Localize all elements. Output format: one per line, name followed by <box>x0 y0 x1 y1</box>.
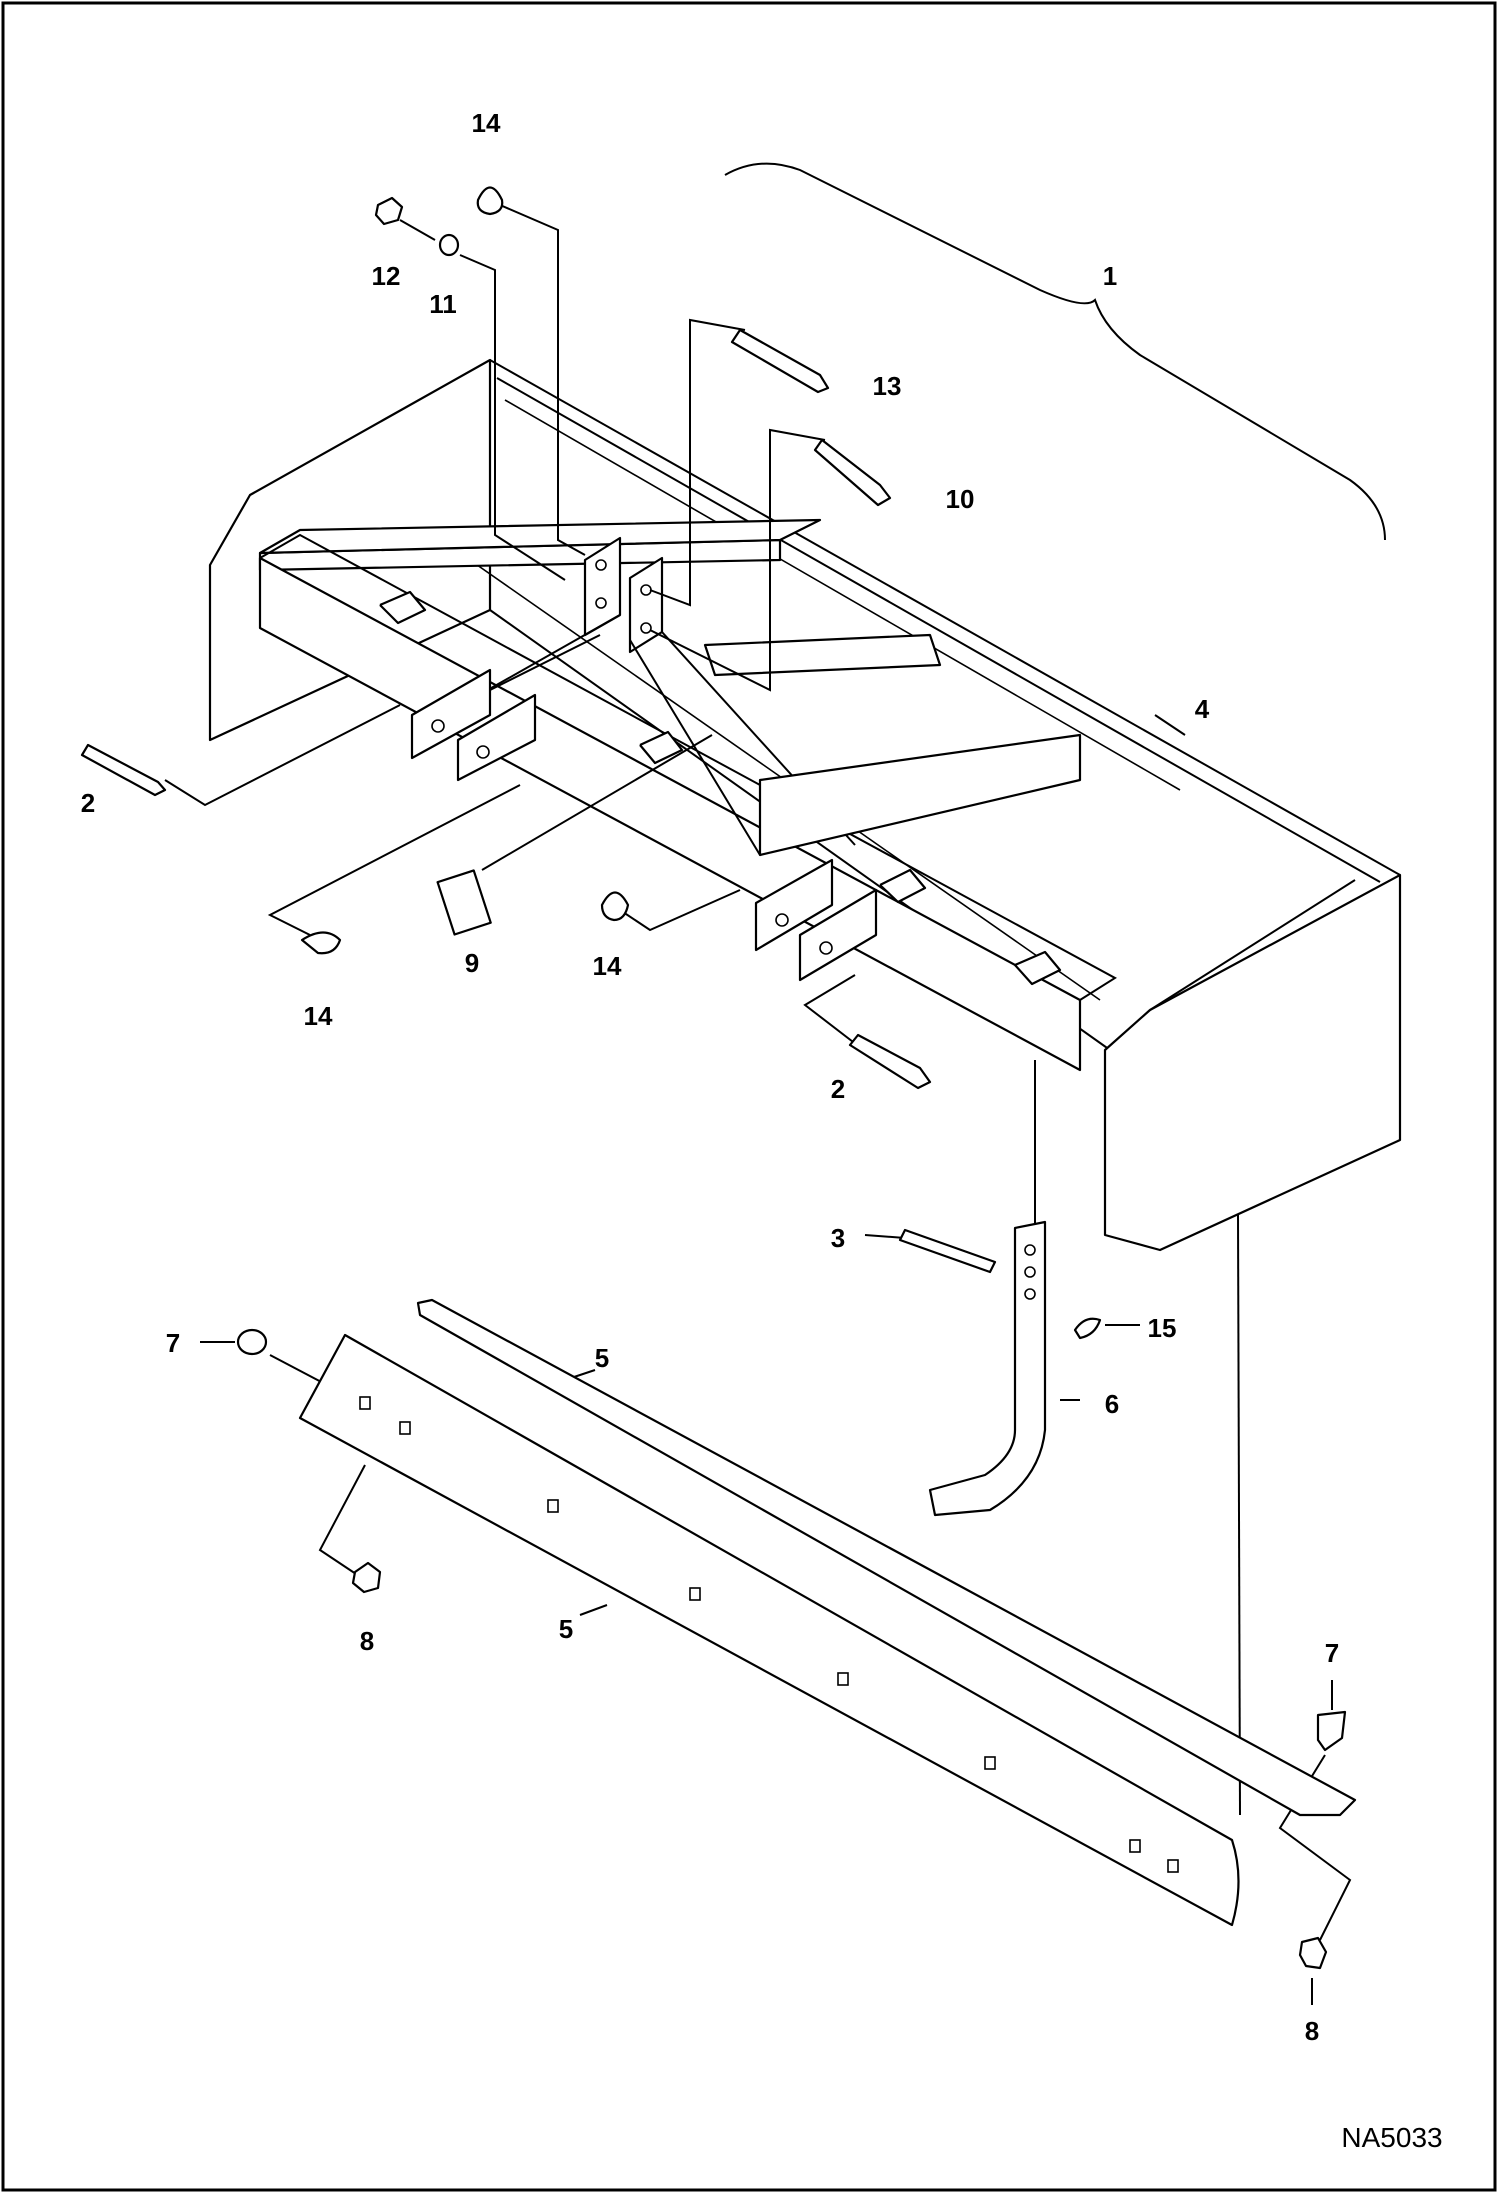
callout-7-right: 7 <box>1325 1638 1339 1668</box>
callout-labels: 1 2 2 3 4 5 5 6 7 7 8 8 9 10 11 12 13 14… <box>81 108 1443 2153</box>
pin-2-left <box>80 743 167 797</box>
callout-8-right: 8 <box>1305 2016 1319 2046</box>
a-frame-mast <box>429 536 1082 857</box>
callout-11: 11 <box>429 289 457 319</box>
cutting-edges <box>298 1298 1357 1927</box>
lower-hitch-brackets <box>410 668 878 982</box>
callout-5-upper: 5 <box>595 1343 609 1373</box>
carriage-bolt-7-right <box>1316 1710 1347 1752</box>
callout-14-top: 14 <box>472 108 501 138</box>
lynch-pin-14-left <box>300 931 342 955</box>
nut-8-left <box>351 1561 382 1594</box>
callout-14-middle: 14 <box>593 951 622 981</box>
leader-lines <box>164 162 1386 2005</box>
callout-9: 9 <box>465 948 479 978</box>
callout-14-left: 14 <box>304 1001 333 1031</box>
pin-3 <box>898 1228 997 1274</box>
hardware-parts <box>80 186 1347 1970</box>
callout-13: 13 <box>873 371 902 401</box>
callout-2-left: 2 <box>81 788 95 818</box>
hair-pin-15 <box>1073 1317 1102 1340</box>
lynch-pin-14-top <box>476 186 504 216</box>
callout-15: 15 <box>1148 1313 1177 1343</box>
figure-code: NA5033 <box>1341 2122 1442 2153</box>
bolt-10 <box>813 438 892 507</box>
callout-7-left: 7 <box>166 1328 180 1358</box>
callout-6: 6 <box>1105 1389 1119 1419</box>
bushing-9 <box>436 869 492 936</box>
shank-holders <box>379 590 1062 986</box>
edge-bolt-holes <box>359 1396 1179 1873</box>
nut-8-right <box>1298 1936 1328 1970</box>
callout-10: 10 <box>946 484 975 514</box>
callout-2-right: 2 <box>831 1074 845 1104</box>
ripper-shank-6 <box>928 1220 1047 1517</box>
nut-12 <box>374 196 404 226</box>
pin-13 <box>730 328 830 394</box>
callout-5-lower: 5 <box>559 1614 573 1644</box>
pin-2-right <box>848 1033 932 1090</box>
callout-8-left: 8 <box>360 1626 374 1656</box>
callout-4: 4 <box>1195 694 1210 724</box>
carriage-bolt-7-left <box>236 1328 268 1356</box>
callout-3: 3 <box>831 1223 845 1253</box>
lynch-pin-14-middle <box>600 891 630 922</box>
washer-11 <box>438 233 460 257</box>
callout-1: 1 <box>1103 261 1117 291</box>
callout-12: 12 <box>372 261 401 291</box>
